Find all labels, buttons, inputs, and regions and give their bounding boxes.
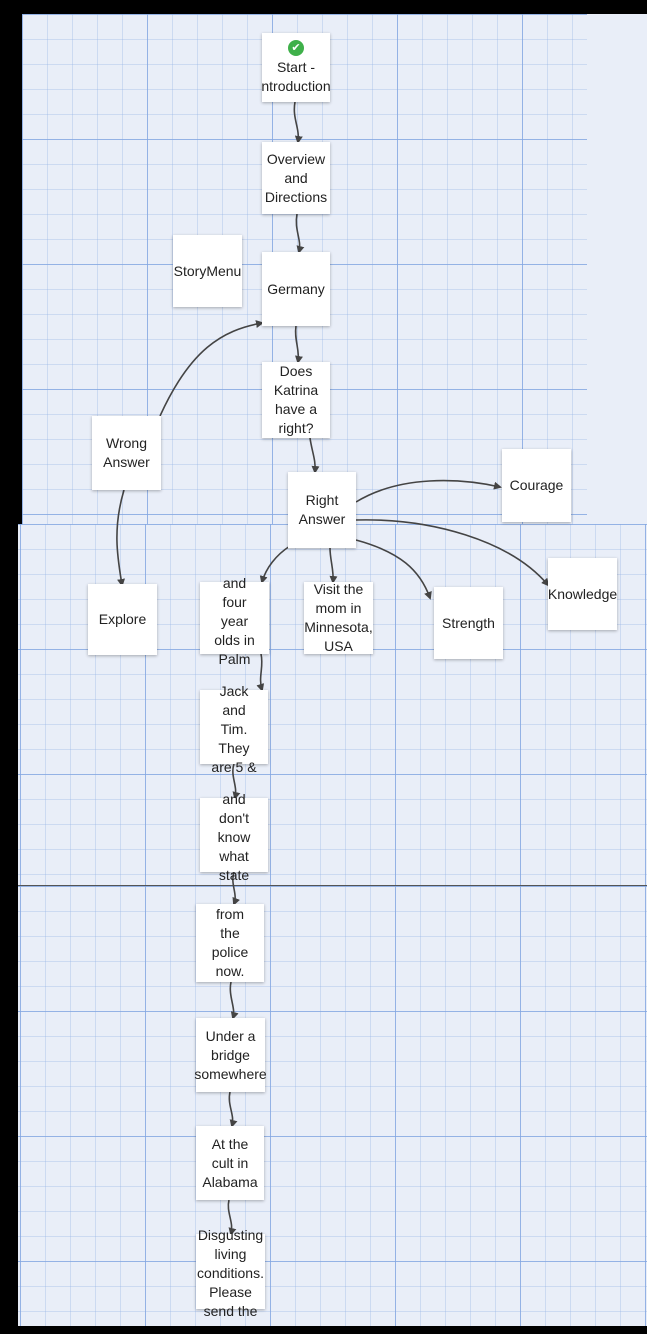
canvas-plain-area bbox=[587, 14, 647, 524]
passage-wrong-answer[interactable]: Wrong Answer bbox=[92, 416, 161, 490]
link-right-fouryear bbox=[259, 545, 291, 584]
passage-label: Knowledge bbox=[547, 585, 618, 602]
link-wrong-explore bbox=[116, 489, 126, 587]
passage-label: Disgusting living conditions. Please sen… bbox=[197, 1227, 264, 1319]
passage-cult[interactable]: At the cult in Alabama bbox=[196, 1126, 264, 1200]
passage-strength[interactable]: Strength bbox=[434, 587, 503, 659]
passage-label: Jack and Tim. They are 5 & bbox=[211, 683, 257, 775]
link-cult-disgusting bbox=[227, 1199, 237, 1236]
link-jack-dontknow bbox=[232, 763, 241, 800]
passage-overview[interactable]: Overview and Directions bbox=[262, 142, 330, 214]
panel-divider bbox=[18, 885, 647, 886]
passage-knowledge[interactable]: Knowledge bbox=[548, 558, 617, 630]
passage-germany[interactable]: Germany bbox=[262, 252, 330, 326]
passage-label: and don't know what state bbox=[217, 791, 251, 883]
passage-label: and four year olds in Palm bbox=[214, 575, 255, 667]
link-police-bridge bbox=[229, 981, 239, 1020]
passage-police[interactable]: from the police now. bbox=[196, 904, 264, 982]
link-fouryear-jack bbox=[256, 653, 265, 692]
link-katrina-right bbox=[309, 437, 320, 474]
passage-four-year-olds[interactable]: and four year olds in Palm bbox=[200, 575, 269, 667]
link-overview-germany bbox=[295, 213, 305, 254]
passage-label: Courage bbox=[509, 477, 564, 493]
passage-label: Explore bbox=[98, 611, 147, 627]
link-right-knowledge bbox=[355, 519, 550, 587]
passage-label: Does Katrina have a right? bbox=[273, 363, 319, 436]
passage-label: Overview and Directions bbox=[264, 150, 328, 205]
link-right-strength bbox=[355, 539, 432, 600]
passage-label: Start - ntroduction bbox=[261, 58, 331, 94]
passage-right-answer[interactable]: Right Answer bbox=[288, 472, 356, 548]
passage-katrina[interactable]: Does Katrina have a right? bbox=[262, 362, 330, 438]
link-dontknow-police bbox=[232, 871, 240, 906]
link-bridge-cult bbox=[228, 1091, 238, 1128]
passage-disgusting[interactable]: Disgusting living conditions. Please sen… bbox=[196, 1227, 265, 1319]
rocket-icon: ✔ bbox=[288, 39, 304, 56]
passage-label: At the cult in Alabama bbox=[202, 1135, 258, 1190]
passage-label: Right Answer bbox=[298, 492, 346, 527]
passage-label: Strength bbox=[442, 614, 495, 631]
link-start-overview bbox=[293, 101, 303, 144]
map-canvas-bottom bbox=[18, 886, 647, 1326]
passage-jack-and-tim[interactable]: Jack and Tim. They are 5 & bbox=[200, 683, 268, 775]
passage-explore[interactable]: Explore bbox=[88, 584, 157, 655]
passage-bridge[interactable]: Under a bridge somewhere bbox=[194, 1018, 267, 1092]
passage-label: from the police now. bbox=[211, 906, 249, 979]
passage-label: Visit the mom in Minnesota, USA bbox=[304, 581, 373, 654]
passage-start[interactable]: ✔ Start - ntroduction bbox=[261, 33, 331, 102]
link-right-courage bbox=[355, 479, 502, 503]
passage-storymenu[interactable]: StoryMenu bbox=[173, 235, 242, 307]
passage-courage[interactable]: Courage bbox=[502, 449, 571, 522]
link-right-visitmom bbox=[329, 547, 338, 584]
passage-label: StoryMenu bbox=[173, 262, 242, 279]
passage-label: Wrong Answer bbox=[103, 435, 150, 470]
passage-dont-know[interactable]: and don't know what state bbox=[200, 791, 268, 883]
link-wrong-germany bbox=[159, 320, 264, 417]
passage-label: Germany bbox=[267, 280, 325, 297]
passage-label: Under a bridge somewhere bbox=[194, 1027, 267, 1082]
passage-visit-mom[interactable]: Visit the mom in Minnesota, USA bbox=[304, 581, 373, 654]
link-germany-katrina bbox=[294, 325, 303, 364]
